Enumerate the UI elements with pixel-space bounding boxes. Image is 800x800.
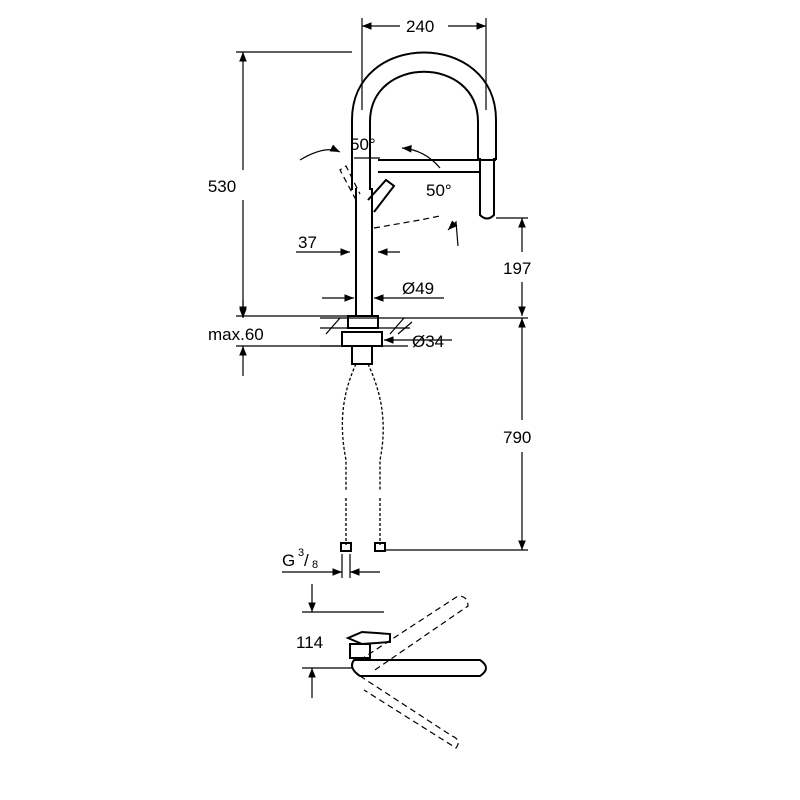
hose-right bbox=[367, 363, 384, 490]
dim-530-label: 530 bbox=[208, 177, 236, 196]
faucet-top-view bbox=[302, 584, 487, 749]
hose-left bbox=[341, 363, 357, 490]
dim-197-label: 197 bbox=[503, 259, 531, 278]
spout-arc-inner bbox=[369, 70, 479, 190]
dim-790-label: 790 bbox=[503, 428, 531, 447]
dim-thread-numerator: 3 bbox=[298, 547, 304, 559]
lever-handle bbox=[367, 178, 396, 213]
spout-swing-down bbox=[359, 675, 459, 749]
dim-thread-denominator: 8 bbox=[312, 559, 318, 571]
dim-diameter-34-label: Ø34 bbox=[412, 332, 444, 351]
dim-max-60-label: max.60 bbox=[208, 325, 264, 344]
dim-114-label: 114 bbox=[296, 633, 323, 652]
spout-arc-outer bbox=[351, 51, 497, 190]
dim-diameter-49-label: Ø49 bbox=[402, 279, 434, 298]
body-top bbox=[349, 643, 371, 659]
mounting-nut bbox=[341, 331, 383, 347]
supply-hoses bbox=[340, 363, 386, 552]
dim-thread-slash: / bbox=[304, 551, 309, 570]
dim-angle-left-label: 50° bbox=[350, 135, 376, 154]
lever-top bbox=[345, 630, 391, 646]
dim-37-label: 37 bbox=[298, 233, 317, 252]
spray-holder-bar bbox=[378, 159, 496, 173]
mounting-shank bbox=[351, 345, 373, 365]
hose-fitting-right bbox=[374, 542, 386, 552]
spout-swing-up bbox=[359, 595, 469, 673]
faucet-body bbox=[339, 51, 497, 365]
dim-thread-g-label: G bbox=[282, 551, 295, 570]
spout-top bbox=[351, 659, 487, 677]
dim-angle-right-label: 50° bbox=[426, 181, 452, 200]
lever-position-right bbox=[373, 215, 441, 229]
dim-240-label: 240 bbox=[406, 17, 434, 36]
spray-head bbox=[479, 158, 495, 220]
faucet-column bbox=[355, 188, 373, 316]
dimension-lines bbox=[236, 18, 528, 578]
hose-fitting-left bbox=[340, 542, 352, 552]
